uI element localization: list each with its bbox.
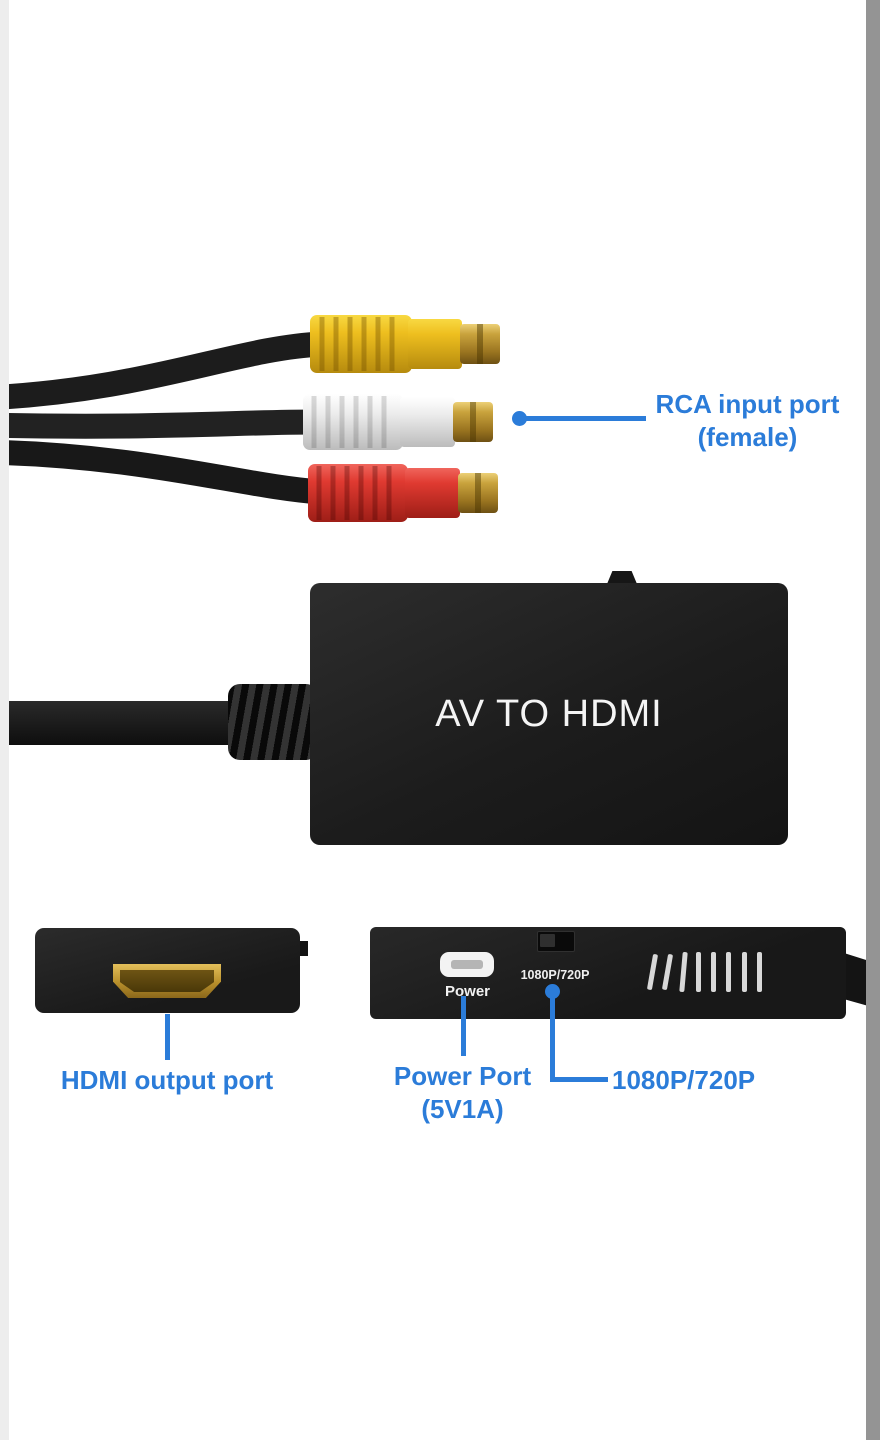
hdmi-callout-line [165,1014,170,1060]
page-edge-right[interactable] [866,0,880,1440]
power-callout-line1: Power Port [393,1061,532,1091]
device-title: AV TO HDMI [435,692,663,735]
page-edge-left [0,0,9,1440]
gold-tip [453,402,493,442]
power-callout-line [461,996,466,1056]
input-cable [0,701,248,745]
rca-connector-yellow [310,315,500,373]
rca-callout-dot [512,411,527,426]
device-top-tab [607,571,637,584]
vent-slit [678,951,688,993]
rca-cables [0,331,335,505]
vent-slit [741,952,747,992]
hdmi-port-inner [120,970,214,992]
gold-tip [458,473,498,513]
vent-grille-icon [646,948,762,996]
usb-port-slot [451,960,483,969]
hdmi-port-icon [113,964,221,998]
power-port-text: Power [444,983,490,1000]
vent-slit [646,953,659,991]
resolution-callout-hline [550,1077,608,1082]
cable-strain-relief [228,684,318,760]
rca-callout-label: RCA input port (female) [645,388,850,454]
vent-slit [726,952,732,992]
resolution-switch-text: 1080P/720P [520,968,590,982]
connector-ribs [319,317,395,371]
rca-connector-red [308,464,498,522]
usb-power-port-icon [440,952,494,977]
vent-slit [662,953,674,991]
power-callout-line2: (5V1A) [421,1094,504,1124]
rca-connector-white [303,394,493,450]
resolution-switch-knob [540,934,555,947]
resolution-callout-dot [545,984,560,999]
rca-callout-line1: RCA input port [655,389,840,419]
gold-tip [460,324,500,364]
vent-slit [711,952,717,992]
vent-slit [756,952,762,992]
power-callout-label: Power Port (5V1A) [370,1060,555,1126]
hdmi-side-device [35,928,300,1013]
rca-callout-line2: (female) [697,422,798,452]
rca-callout-line [524,416,646,421]
resolution-switch-icon [537,931,575,952]
converter-device: AV TO HDMI [310,583,788,845]
connector-ribs [316,466,392,520]
connector-ribs [311,396,387,448]
vent-slit [695,952,701,992]
back-panel-device: Power 1080P/720P [370,927,846,1019]
hdmi-callout-label: HDMI output port [60,1065,274,1095]
rca-cable-assembly [0,315,500,522]
resolution-callout-vline [550,996,555,1082]
hdmi-device-stub [297,941,308,956]
resolution-callout-label: 1080P/720P [612,1065,756,1095]
